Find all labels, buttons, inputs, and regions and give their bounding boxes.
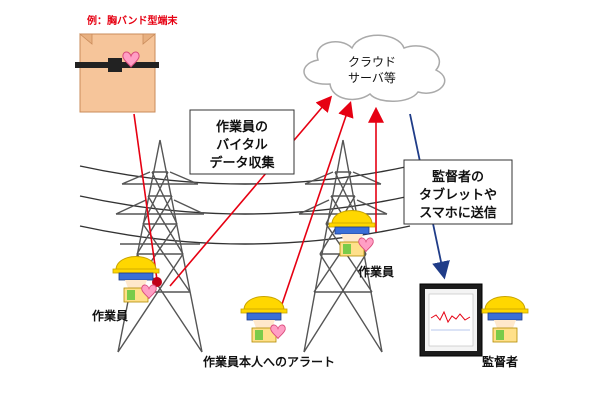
worker-right-label: 作業員 <box>358 264 394 279</box>
worker-left-label: 作業員 <box>92 308 128 323</box>
cloud-label-line2: サーバ等 <box>348 71 396 85</box>
helmet-icon <box>112 256 160 274</box>
upload-arrow-alert <box>277 100 354 317</box>
helmet-icon <box>240 296 288 314</box>
alert-label: 作業員本人へのアラート <box>203 354 335 369</box>
example-label: 例：胸バンド型端末 <box>87 14 178 27</box>
device-indicator-line <box>133 113 158 281</box>
supervisor-send-box: 監督者の タブレットや スマホに送信 <box>403 159 513 225</box>
device-indicator-dot <box>152 277 162 287</box>
vital-box-line3: データ収集 <box>209 155 275 171</box>
upload-arrow-left-worker <box>169 95 333 287</box>
example-device: 例：胸バンド型端末 <box>75 14 178 113</box>
helmet-icon <box>328 210 376 228</box>
supervisor-box-line3: スマホに送信 <box>419 205 497 221</box>
supervisor-box-line2: タブレットや <box>419 187 497 203</box>
tablet-icon <box>419 283 483 357</box>
supervisor-figure <box>481 296 529 343</box>
transmission-tower-icon <box>115 139 205 353</box>
supervisor-box-line1: 監督者の <box>432 169 484 185</box>
vital-data-box: 作業員の バイタル データ収集 <box>189 109 295 175</box>
worker-right <box>328 210 376 257</box>
vital-box-line2: バイタル <box>216 138 267 153</box>
worker-alert <box>240 296 288 343</box>
vital-box-line1: 作業員の <box>216 119 268 135</box>
cloud-icon: クラウド サーバ等 <box>303 34 446 102</box>
helmet-icon <box>481 296 529 314</box>
cloud-label-line1: クラウド <box>348 55 396 69</box>
upload-arrows <box>169 95 384 317</box>
supervisor-label: 監督者 <box>482 354 518 369</box>
device-torso <box>79 33 156 113</box>
worker-left <box>112 256 160 303</box>
